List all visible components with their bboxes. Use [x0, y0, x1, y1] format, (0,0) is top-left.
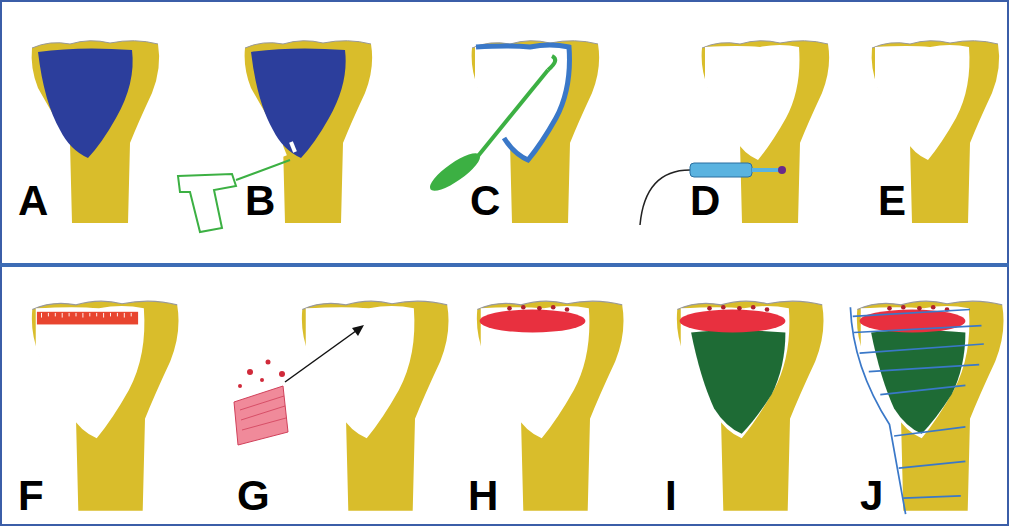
- burr-symbol: [640, 163, 786, 225]
- tibia-e: [872, 41, 1000, 223]
- panel-letter: A: [18, 180, 48, 222]
- panel-letter: C: [470, 180, 500, 222]
- tibia-i: [677, 301, 824, 511]
- panel-letter: I: [665, 475, 677, 517]
- panel-letter: J: [860, 475, 883, 517]
- panel-letter: G: [237, 475, 270, 517]
- tibia-h: [477, 301, 624, 511]
- panel-letter: B: [245, 180, 275, 222]
- panel-letter: D: [690, 180, 720, 222]
- bone-graft: [234, 325, 364, 445]
- tibia-d: [702, 41, 830, 223]
- panel-letter: E: [878, 180, 906, 222]
- tibia-f: [32, 301, 179, 511]
- panel-letter: H: [468, 475, 498, 517]
- drill-symbol: [178, 160, 290, 232]
- curette-symbol: [425, 56, 555, 197]
- tibia-b: [245, 41, 373, 223]
- tibia-a: [32, 41, 160, 223]
- panel-letter: F: [18, 475, 44, 517]
- tibia-g: [302, 301, 449, 511]
